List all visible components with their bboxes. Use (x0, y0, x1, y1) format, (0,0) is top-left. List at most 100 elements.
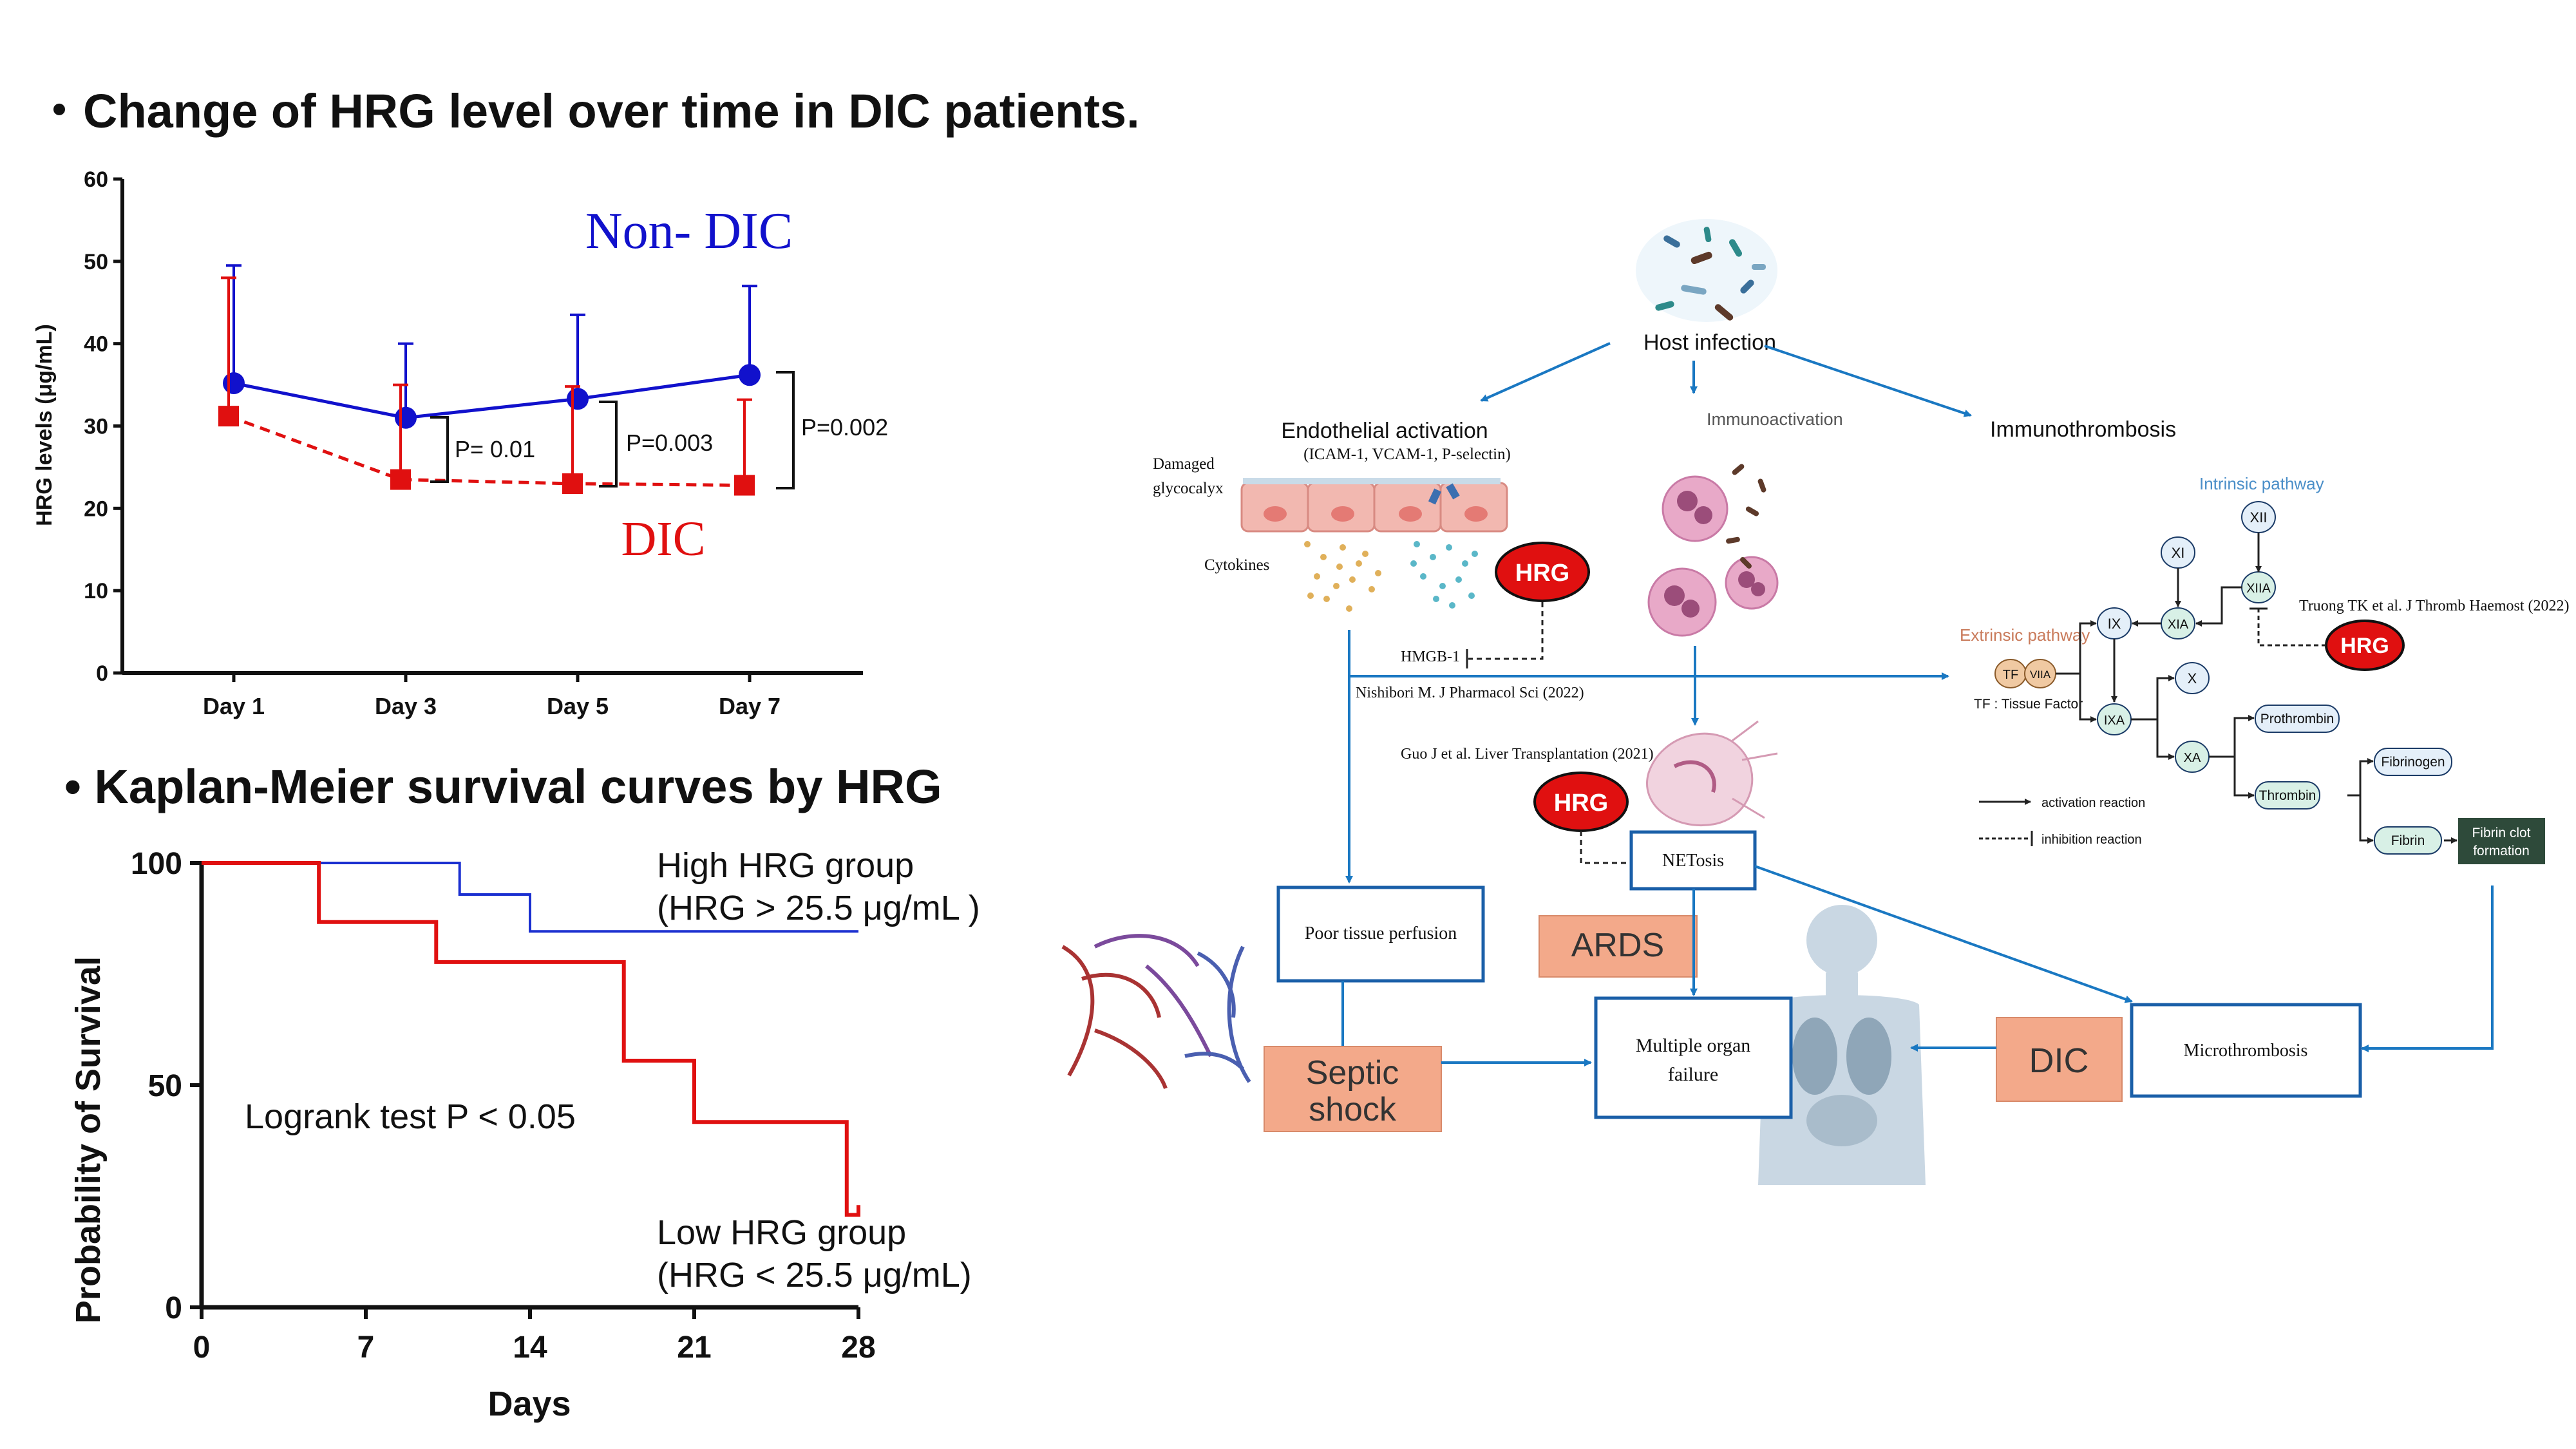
cytokine-dot-4 (1356, 560, 1362, 567)
poor-perfusion-label: Poor tissue perfusion (1305, 923, 1457, 943)
bracket-day7 (776, 371, 795, 489)
km-curve-high-hrg-group (202, 862, 858, 933)
svg-text:XIIA: XIIA (2246, 582, 2271, 596)
microthrombosis-label: Microthrombosis (2184, 1041, 2308, 1061)
low-hrg-threshold: (HRG < 25.5 μg/mL) (657, 1256, 972, 1294)
cytokine-dot-17 (1446, 544, 1452, 551)
hrg-y-tick-label-50: 50 (84, 250, 108, 274)
factor-xa: XA (2175, 741, 2210, 773)
cytokine-dot-16 (1430, 554, 1436, 560)
mof-label-2: failure (1668, 1064, 1718, 1085)
point-non-dic-2 (395, 406, 417, 429)
factor-tf: TF (1994, 659, 2027, 688)
km-x-tick-label-0: 0 (193, 1331, 211, 1365)
cytokine-dot-13 (1307, 592, 1314, 599)
factor-x: X (2175, 662, 2210, 694)
svg-text:TF: TF (2003, 668, 2018, 682)
km-x-tick-label-14: 14 (513, 1331, 547, 1365)
km-chart-series (202, 861, 860, 1217)
immunothrombosis-label: Immunothrombosis (1990, 417, 2176, 442)
hrg-y-tick-label-40: 40 (84, 332, 108, 357)
legend-inhibition-label: inhibition reaction (2041, 833, 2142, 847)
hrg-y-tick-label-10: 10 (84, 579, 108, 603)
cytokine-dot-7 (1349, 576, 1356, 583)
km-x-tick-label-21: 21 (677, 1331, 711, 1365)
tissue-factor-label: TF : Tissue Factor (1974, 697, 2083, 712)
heading-hrg-over-time: ・Change of HRG level over time in DIC pa… (35, 84, 1140, 138)
arrow-to-immunothrombosis (1764, 345, 1972, 417)
host-infection-label: Host infection (1643, 330, 1776, 355)
cytokine-dot-24 (1449, 602, 1455, 609)
arrow-to-endothelial (1480, 342, 1611, 402)
hrg-y-tick-label-60: 60 (84, 167, 108, 192)
netosis-label: NETosis (1662, 851, 1724, 871)
factor-ixa: IXA (2097, 703, 2132, 735)
cytokine-dot-1 (1304, 541, 1311, 547)
bracket-day3 (430, 416, 449, 483)
cytokine-dot-25 (1468, 592, 1475, 599)
cytokine-dot-3 (1340, 544, 1346, 551)
cytokine-dot-12 (1375, 570, 1381, 576)
series-label-non-dic: Non- DIC (585, 203, 793, 260)
arrow-netosis-to-microthrombosis (1754, 865, 2133, 1003)
pvalue-day3: P= 0.01 (455, 436, 535, 462)
fibrinogen-box: Fibrinogen (2374, 748, 2452, 776)
factor-viia: VIIA (2024, 659, 2056, 688)
cytokine-dot-6 (1333, 583, 1340, 589)
arrow-clot-to-microthrombosis (2361, 886, 2494, 1052)
km-y-tick-label-0: 0 (165, 1291, 182, 1325)
hrg-x-tick-label-2: Day 3 (375, 693, 437, 719)
pvalue-day5: P=0.003 (626, 430, 713, 456)
pathophysiology-diagram: Host infection Endothelial activation (I… (1061, 219, 2570, 1185)
svg-text:Thrombin: Thrombin (2259, 788, 2316, 803)
endothelial-markers-label: (ICAM-1, VCAM-1, P-selectin) (1303, 446, 1511, 463)
cytokine-dot-26 (1410, 560, 1417, 567)
neutrophils-illustration (1647, 464, 1779, 637)
hrg-x-tick-label-3: Day 5 (547, 693, 609, 719)
point-non-dic-4 (739, 364, 761, 386)
hrg-x-tick-label-4: Day 7 (719, 693, 781, 719)
prothrombin-box: Prothrombin (2255, 705, 2340, 733)
svg-text:Fibrin clot: Fibrin clot (2472, 826, 2530, 840)
factor-xii: XII (2241, 501, 2276, 533)
bacteria-illustration (1636, 219, 1777, 322)
high-hrg-label: High HRG group (657, 846, 914, 885)
cytokine-dot-19 (1420, 573, 1426, 580)
poor-perfusion-box (1276, 886, 1485, 983)
svg-text:formation: formation (2473, 844, 2530, 858)
fibrin-clot-box: Fibrin clot formation (2458, 818, 2545, 864)
hrg-y-tick-label-0: 0 (96, 661, 108, 686)
septic-shock-box (1264, 1046, 1442, 1132)
km-curve-low-hrg-group (202, 861, 860, 1217)
hmgb1-label: HMGB-1 (1401, 649, 1460, 665)
svg-text:X: X (2188, 670, 2197, 687)
factor-xia: XIA (2161, 607, 2195, 639)
point-non-dic-1 (223, 372, 245, 395)
bracket-day5 (599, 401, 618, 488)
low-hrg-label: Low HRG group (657, 1213, 906, 1252)
km-x-axis-label: Days (488, 1385, 571, 1423)
km-y-tick-label-50: 50 (148, 1069, 182, 1103)
endothelial-cells-illustration (1240, 478, 1508, 533)
cytokines-label: Cytokines (1204, 556, 1269, 574)
septic-shock-label-1: Septic (1306, 1054, 1399, 1092)
svg-text:IXA: IXA (2104, 714, 2125, 728)
hrg-x-tick-label-1: Day 1 (203, 693, 265, 719)
ref-truong: Truong TK et al. J Thromb Haemost (2022) (2299, 598, 2570, 614)
netosis-cell-illustration (1646, 720, 1778, 826)
cytokine-dot-5 (1314, 573, 1320, 580)
cytokine-dot-20 (1439, 583, 1446, 589)
svg-text:IX: IX (2108, 616, 2121, 632)
svg-text:Fibrinogen: Fibrinogen (2381, 755, 2445, 770)
svg-text:Fibrin: Fibrin (2391, 833, 2425, 848)
cytokine-dot-23 (1433, 596, 1439, 602)
hrg-inhibits-netosis (1580, 831, 1629, 864)
dic-label: DIC (2029, 1041, 2089, 1080)
legend-activation-label: activation reaction (2041, 796, 2145, 810)
ards-box (1539, 915, 1698, 978)
septic-shock-label-2: shock (1309, 1091, 1397, 1128)
svg-text:XII: XII (2250, 509, 2268, 526)
ref-guo: Guo J et al. Liver Transplantation (2021… (1401, 746, 1654, 762)
